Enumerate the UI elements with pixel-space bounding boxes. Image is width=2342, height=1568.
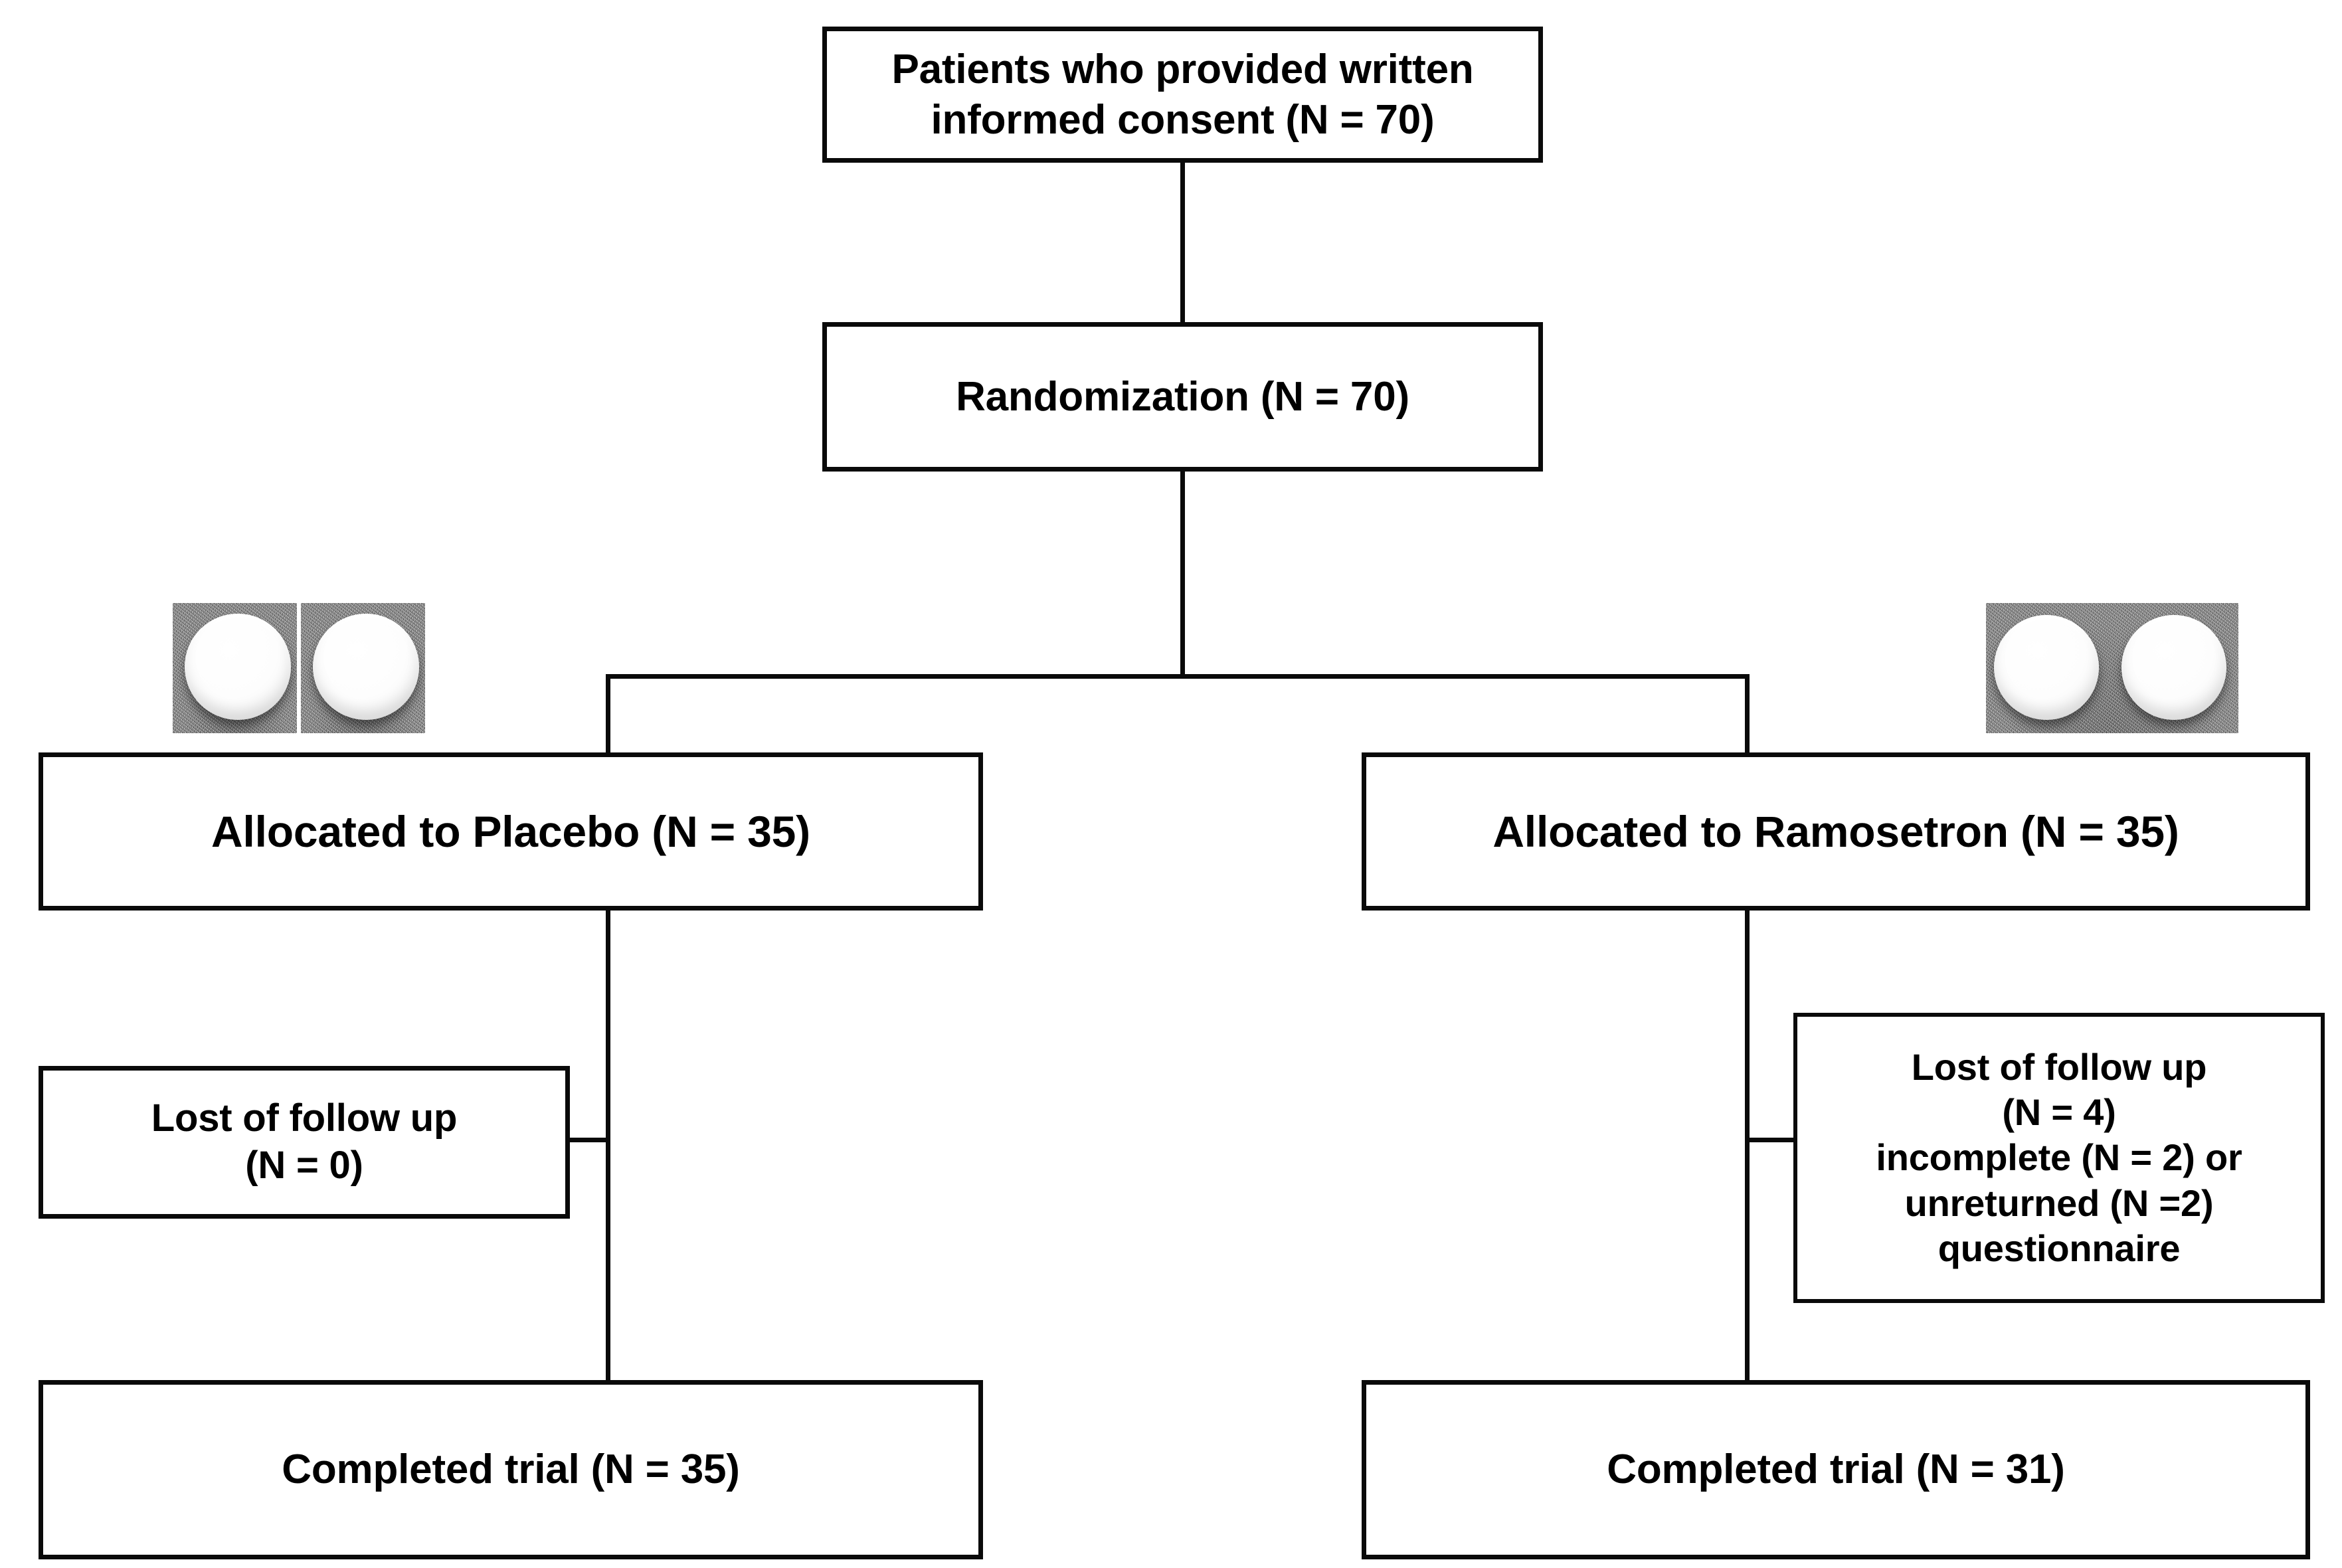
ramosetron-tablets-photo [1986,603,2238,733]
tablet-icon [313,614,419,720]
tablet-icon [185,614,291,720]
connector-allocation-split-bar [606,674,1750,679]
connector-ramosetron-spine [1745,907,1750,1384]
node-consent: Patients who provided written informed c… [822,27,1543,163]
placebo-tablet-frame-1 [173,603,297,733]
node-completed-placebo: Completed trial (N = 35) [39,1380,983,1559]
node-lost-followup-ramosetron: Lost of follow up (N = 4) incomplete (N … [1793,1013,2325,1303]
node-allocated-placebo-label: Allocated to Placebo (N = 35) [211,806,810,856]
placebo-tablets-photo [173,603,425,733]
connector-randomization-to-split [1180,472,1185,677]
placebo-tablet-frame-2 [301,603,425,733]
connector-consent-to-randomization [1180,163,1185,324]
node-lost-followup-placebo: Lost of follow up (N = 0) [39,1066,570,1219]
node-consent-label: Patients who provided written informed c… [891,46,1474,143]
connector-split-to-ramosetron [1745,674,1750,755]
connector-placebo-spine [606,907,610,1384]
node-completed-placebo-label: Completed trial (N = 35) [282,1446,740,1493]
connector-placebo-to-lost-followup [565,1138,610,1142]
node-lost-followup-ramosetron-label: Lost of follow up (N = 4) incomplete (N … [1876,1045,2242,1269]
tablet-icon [2121,615,2226,720]
connector-ramosetron-to-lost-followup [1745,1138,1797,1142]
connector-split-to-placebo [606,674,610,755]
node-allocated-ramosetron: Allocated to Ramosetron (N = 35) [1362,752,2310,911]
node-completed-ramosetron: Completed trial (N = 31) [1362,1380,2310,1559]
tablet-icon [1994,615,2099,720]
node-allocated-placebo: Allocated to Placebo (N = 35) [39,752,983,911]
node-completed-ramosetron-label: Completed trial (N = 31) [1607,1446,2065,1493]
node-randomization-label: Randomization (N = 70) [956,373,1409,420]
node-allocated-ramosetron-label: Allocated to Ramosetron (N = 35) [1492,806,2179,856]
node-lost-followup-placebo-label: Lost of follow up (N = 0) [151,1096,458,1187]
node-randomization: Randomization (N = 70) [822,322,1543,472]
